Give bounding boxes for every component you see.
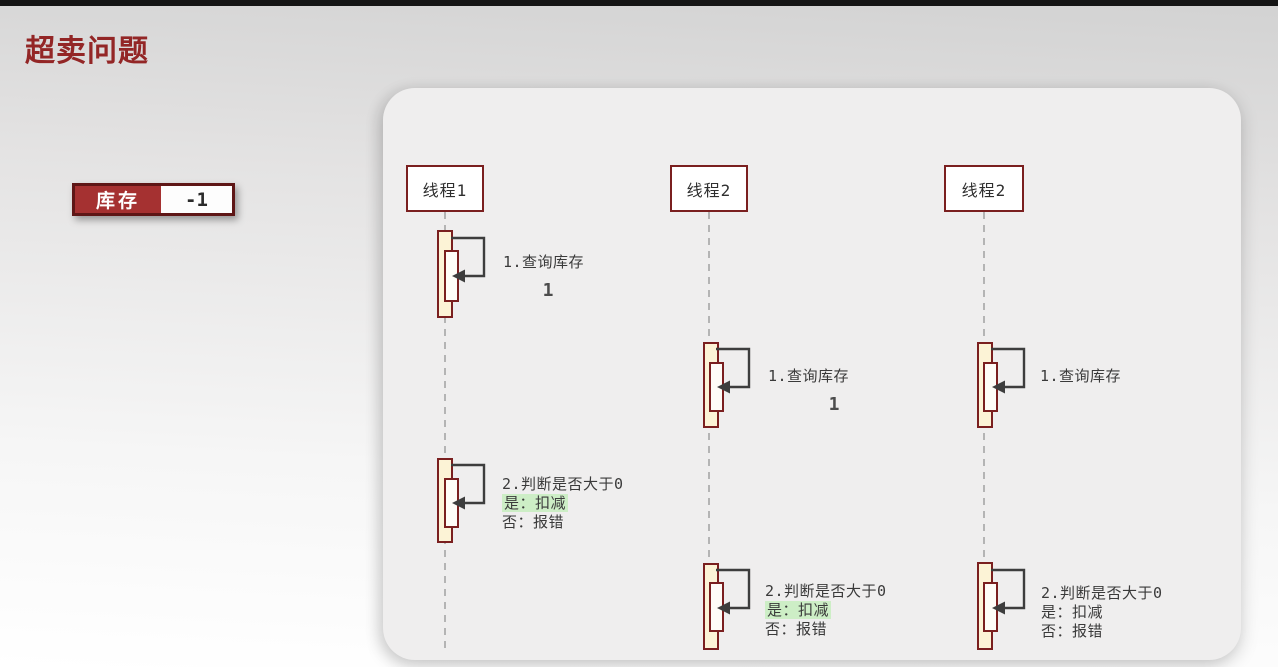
inventory-box: 库存 -1 [72,183,235,216]
thread2-step2-yes: 是：扣减 [765,601,832,619]
thread3-lifeline [983,212,985,652]
thread1-step2-no: 否：报错 [502,513,565,531]
inventory-label: 库存 [95,190,140,212]
thread2-step2-yes-line: 是：扣减 [765,601,887,620]
thread2-step2-self-call-arrow-icon [716,568,751,615]
thread2-label: 线程2 [686,180,732,200]
thread3-step2-yes: 是：扣减 [1041,603,1104,621]
thread2-box: 线程2 [670,165,748,212]
thread1-step2-yes: 是：扣减 [502,494,569,512]
thread1-step2-title: 2.判断是否大于0 [502,475,624,493]
thread1-label: 线程1 [422,180,468,200]
thread3-step2-self-call-arrow-icon [991,568,1026,615]
thread3-label: 线程2 [961,180,1007,200]
page-title: 超卖问题 [25,34,149,69]
thread3-step2-no: 否：报错 [1041,622,1104,640]
thread1-lifeline [444,212,446,652]
thread1-step1-self-call-arrow-icon [451,236,486,283]
thread1-step2-yes-line: 是：扣减 [502,494,624,513]
thread1-step2-self-call-arrow-icon [451,463,486,510]
thread2-step2-title: 2.判断是否大于0 [765,582,887,600]
thread3-step1-self-call-arrow-icon [991,347,1026,394]
top-border-bar [0,0,1278,6]
thread2-lifeline [708,212,710,652]
thread3-step2-yes-line: 是：扣减 [1041,603,1163,622]
thread2-step1-result: 1 [828,394,840,415]
thread2-step1-self-call-arrow-icon [716,347,751,394]
thread1-step2-message: 2.判断是否大于0 是：扣减 否：报错 [502,475,624,532]
thread2-step2-message: 2.判断是否大于0 是：扣减 否：报错 [765,582,887,639]
thread3-step2-message: 2.判断是否大于0 是：扣减 否：报错 [1041,584,1163,641]
thread3-box: 线程2 [944,165,1024,212]
thread1-step1-result: 1 [542,280,554,301]
thread2-step1-message: 1.查询库存 [768,367,850,385]
thread1-box: 线程1 [406,165,484,212]
thread3-step1-message: 1.查询库存 [1040,367,1122,385]
thread2-step2-no: 否：报错 [765,620,828,638]
thread1-step1-message: 1.查询库存 [503,253,585,271]
inventory-value: -1 [161,186,232,213]
sequence-diagram-panel: 线程1 1.查询库存 1 2.判断是否大于0 是：扣减 否：报错 线程2 [383,88,1241,660]
thread3-step2-title: 2.判断是否大于0 [1041,584,1163,602]
